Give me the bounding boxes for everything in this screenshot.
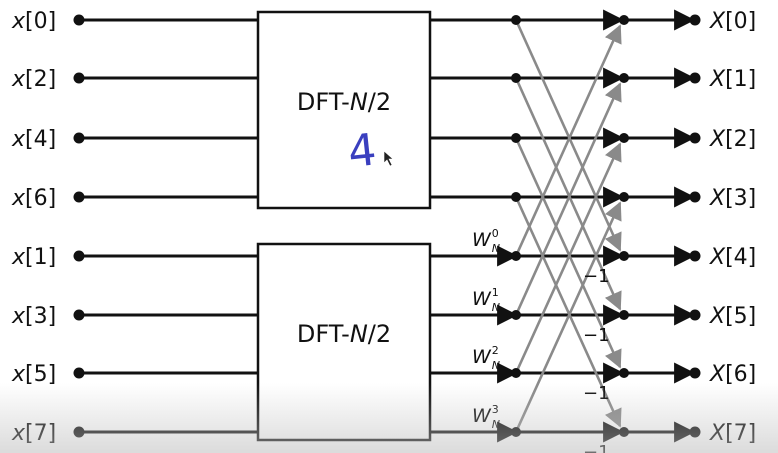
butterfly-cross-line — [514, 137, 622, 369]
output-label: X[1] — [709, 67, 756, 92]
input-label: x[6] — [11, 186, 56, 211]
output-node — [689, 72, 701, 84]
minus-one-label: −1 — [583, 442, 610, 453]
butterfly-node — [619, 73, 629, 83]
mouse-cursor-icon — [383, 150, 394, 167]
butterfly-cross-line — [514, 142, 622, 374]
butterfly-node — [619, 15, 629, 25]
input-node — [73, 250, 85, 262]
butterfly-node — [511, 192, 521, 202]
input-label: x[0] — [11, 9, 56, 34]
butterfly-node — [511, 368, 521, 378]
input-node — [73, 309, 85, 321]
input-label: x[3] — [11, 304, 56, 329]
dft-block-top-label: DFT-N/2 — [297, 88, 391, 116]
butterfly-node — [619, 310, 629, 320]
input-node — [73, 132, 85, 144]
butterfly-node — [619, 133, 629, 143]
butterfly-cross-line — [514, 77, 622, 311]
butterfly-node — [511, 251, 521, 261]
input-label: x[5] — [11, 362, 56, 387]
butterfly-node — [511, 73, 521, 83]
butterfly-node — [619, 192, 629, 202]
butterfly-cross-line — [514, 19, 622, 252]
output-node — [689, 367, 701, 379]
output-label: X[5] — [709, 304, 756, 329]
output-node — [689, 426, 701, 438]
output-label: X[0] — [709, 9, 756, 34]
minus-one-label: −1 — [583, 266, 610, 287]
input-node — [73, 72, 85, 84]
butterfly-cross-line — [514, 24, 622, 257]
output-node — [689, 132, 701, 144]
input-label: x[1] — [11, 245, 56, 270]
butterfly-node — [511, 15, 521, 25]
input-label: x[7] — [11, 421, 56, 446]
output-node — [689, 14, 701, 26]
input-node — [73, 191, 85, 203]
minus-one-label: −1 — [583, 325, 610, 346]
input-node — [73, 14, 85, 26]
dft-block-top — [256, 10, 432, 210]
output-label: X[2] — [709, 127, 756, 152]
output-node — [689, 309, 701, 321]
input-label: x[4] — [11, 127, 56, 152]
handwritten-note: 4 — [346, 124, 379, 178]
input-node — [73, 367, 85, 379]
output-label: X[3] — [709, 186, 756, 211]
minus-one-label: −1 — [583, 383, 610, 404]
butterfly-node — [511, 133, 521, 143]
butterfly-cross-line — [514, 82, 622, 316]
butterfly-node — [511, 310, 521, 320]
butterfly-node — [619, 427, 629, 437]
output-label: X[6] — [709, 362, 756, 387]
input-node — [73, 426, 85, 438]
butterfly-node — [619, 368, 629, 378]
output-node — [689, 250, 701, 262]
input-label: x[2] — [11, 67, 56, 92]
dft-block-bottom-label: DFT-N/2 — [297, 320, 391, 348]
output-label: X[4] — [709, 245, 756, 270]
output-node — [689, 191, 701, 203]
output-label: X[7] — [709, 421, 756, 446]
butterfly-node — [619, 251, 629, 261]
butterfly-node — [511, 427, 521, 437]
